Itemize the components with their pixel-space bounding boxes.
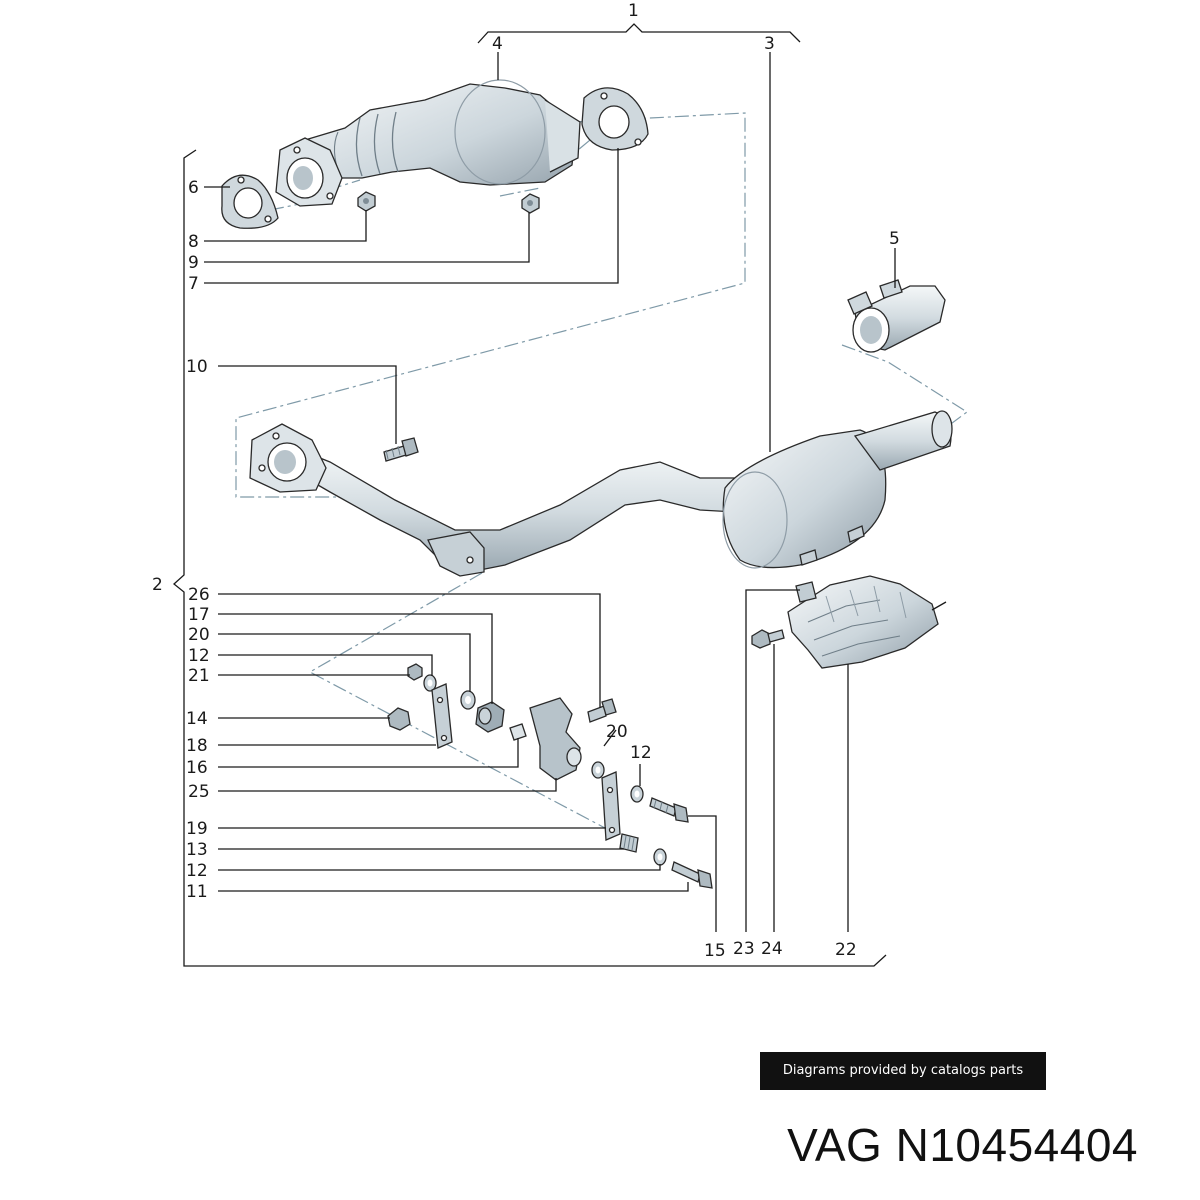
front-pipe-with-converter: [249, 410, 953, 577]
leader-lines: [204, 52, 896, 932]
bolt-26: [587, 698, 617, 723]
callout-7: 7: [188, 274, 199, 294]
washer-12-upper: [423, 674, 437, 692]
group-bracket-1: [477, 23, 801, 44]
stud-14: [387, 707, 411, 731]
nut-8: [357, 191, 376, 212]
strap-18: [431, 683, 453, 749]
callout-14: 14: [186, 709, 208, 729]
callout-13: 13: [186, 840, 208, 860]
callout-22: 22: [835, 940, 857, 960]
bolt-10: [383, 437, 419, 462]
callout-6: 6: [188, 178, 199, 198]
group-bracket-2: [172, 149, 887, 967]
gasket-7: [581, 87, 649, 151]
bolt-11: [671, 861, 713, 889]
callout-3: 3: [764, 34, 775, 54]
nut-21: [407, 663, 423, 681]
callout-20-lower: 20: [606, 722, 628, 742]
callout-11: 11: [186, 882, 208, 902]
bracket-25: [529, 697, 582, 781]
callout-18: 18: [186, 736, 208, 756]
callout-24: 24: [761, 939, 783, 959]
clip-23: [795, 581, 817, 603]
callout-12-middle: 12: [630, 743, 652, 763]
callout-20-upper: 20: [188, 625, 210, 645]
callout-23: 23: [733, 939, 755, 959]
nut-9: [521, 193, 540, 214]
callout-16: 16: [186, 758, 208, 778]
washer-12-lower: [653, 848, 667, 866]
callout-21: 21: [188, 666, 210, 686]
credit-badge: Diagrams provided by catalogs parts: [760, 1052, 1046, 1090]
rubber-mount-17: [475, 701, 505, 733]
callout-12-lower: 12: [186, 861, 208, 881]
callout-2: 2: [152, 575, 163, 595]
callout-9: 9: [188, 253, 199, 273]
callout-4: 4: [492, 34, 503, 54]
strap-19: [601, 771, 621, 841]
callout-17: 17: [188, 605, 210, 625]
callout-15: 15: [704, 941, 726, 961]
callout-10: 10: [186, 357, 208, 377]
bolt-15: [649, 797, 689, 823]
callout-19: 19: [186, 819, 208, 839]
part-number-title: VAG N10454404: [787, 1119, 1138, 1171]
front-catalytic-converter: [275, 79, 581, 207]
gasket-6: [221, 174, 279, 229]
callout-1: 1: [628, 1, 639, 21]
sleeve-16: [509, 723, 527, 741]
pipe-clamp: [847, 279, 946, 353]
callout-25: 25: [188, 782, 210, 802]
washer-20-upper: [460, 690, 476, 710]
callout-12-upper: 12: [188, 646, 210, 666]
callout-5: 5: [889, 229, 900, 249]
callout-26: 26: [188, 585, 210, 605]
heat-shield: [787, 575, 947, 669]
washer-20-lower: [591, 761, 605, 779]
assembly-dash-lines: [235, 112, 969, 829]
spacer-13: [619, 833, 639, 853]
callout-8: 8: [188, 232, 199, 252]
washer-12-middle: [630, 785, 644, 803]
callout-labels: 1 4 3 6 8 9 7 5 10 2 26 17 20 12 21 14 1…: [152, 1, 900, 961]
bolt-24: [751, 629, 785, 649]
